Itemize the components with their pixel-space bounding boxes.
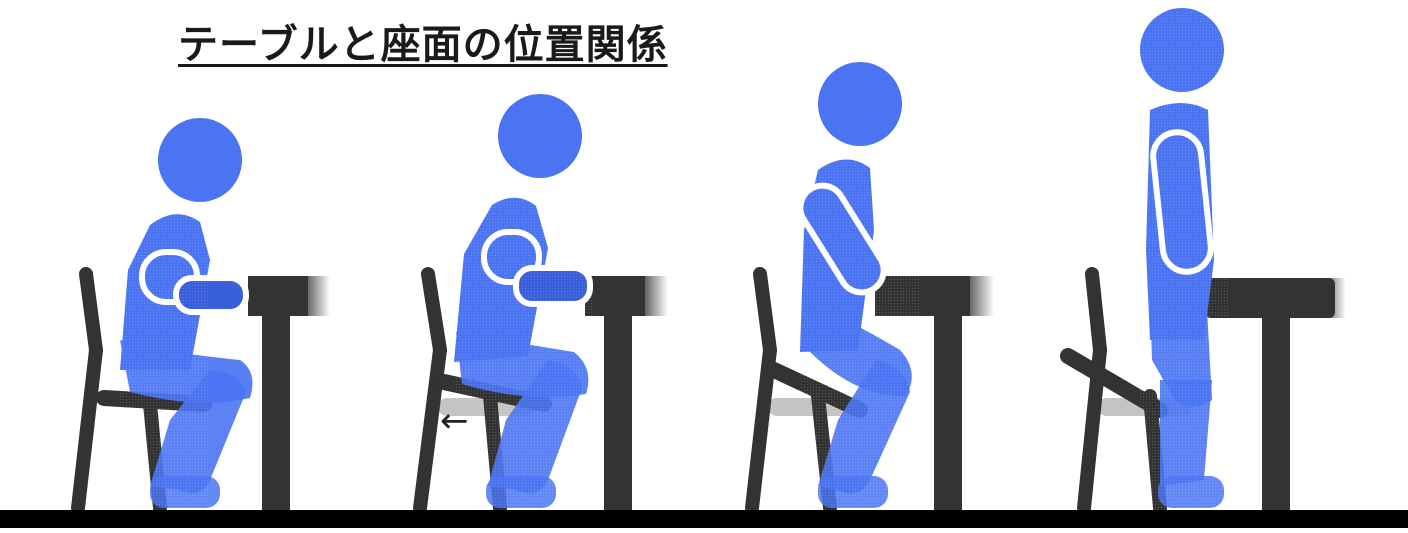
person-4 [1140, 8, 1230, 510]
floor-line [0, 510, 1408, 528]
person-1 [120, 118, 253, 510]
table-4 [1205, 278, 1346, 510]
diagram-title: テーブルと座面の位置関係 [178, 22, 668, 68]
table-1 [248, 276, 330, 510]
scene-2 [413, 94, 668, 515]
person-3 [797, 62, 920, 510]
scene-3 [745, 62, 994, 515]
scene-1 [71, 118, 330, 515]
person-2 [454, 94, 594, 510]
scene-4 [1060, 8, 1346, 515]
left-arrow-icon: ← [440, 401, 469, 441]
table-2 [585, 276, 668, 510]
